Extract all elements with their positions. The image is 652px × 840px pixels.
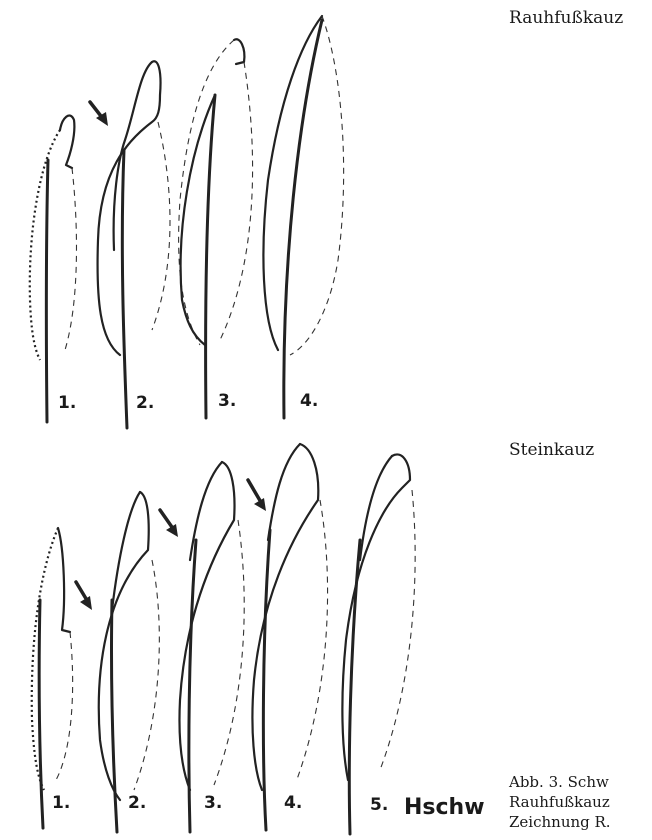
- caption-line-1: Abb. 3. Schw: [509, 772, 611, 792]
- feather-number-bottom-3: 3.: [204, 793, 222, 813]
- figure-caption: Abb. 3. Schw Rauhfußkauz Zeichnung R.: [509, 772, 611, 832]
- feather-bottom-5: [342, 454, 415, 834]
- feather-number-top-2: 2.: [136, 393, 154, 413]
- arrow-bottom-1: [76, 582, 92, 610]
- feather-number-bottom-1: 1.: [52, 793, 70, 813]
- artist-signature: Hschw: [404, 795, 485, 820]
- feather-number-top-3: 3.: [218, 391, 236, 411]
- feather-number-bottom-2: 2.: [128, 793, 146, 813]
- species-label-steinkauz: Steinkauz: [509, 440, 594, 460]
- arrow-bottom-3: [248, 480, 266, 511]
- caption-line-3: Zeichnung R.: [509, 812, 611, 832]
- feather-bottom-2: [99, 492, 160, 832]
- steinkauz-feathers: 1. 2. 3. 4. 5. Hschw: [32, 444, 485, 834]
- feather-number-bottom-4: 4.: [284, 793, 302, 813]
- arrow-bottom-2: [160, 510, 178, 537]
- feather-top-1: [30, 115, 77, 422]
- rauhfusskauz-feathers: 1. 2. 3. 4.: [30, 16, 344, 428]
- feather-bottom-1: [32, 528, 73, 828]
- feather-top-2: [98, 61, 170, 428]
- arrow-top: [90, 102, 108, 126]
- feather-top-4: [263, 16, 343, 418]
- feather-number-top-1: 1.: [58, 393, 76, 413]
- feather-top-3: [179, 39, 253, 418]
- species-label-rauhfusskauz: Rauhfußkauz: [509, 8, 623, 28]
- feather-bottom-3: [179, 462, 244, 832]
- feather-number-top-4: 4.: [300, 391, 318, 411]
- caption-line-2: Rauhfußkauz: [509, 792, 611, 812]
- feather-number-bottom-5: 5.: [370, 795, 388, 815]
